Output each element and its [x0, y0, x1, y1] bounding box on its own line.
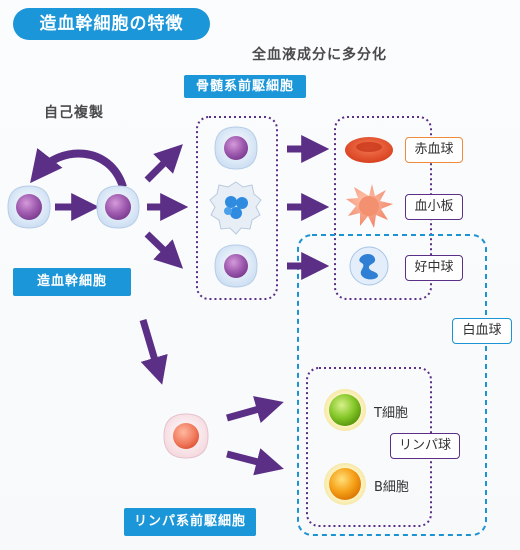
- mature-myeloid-box: [334, 116, 432, 300]
- stem-cell-2: [96, 185, 140, 229]
- myeloid-progenitor-box: [196, 116, 278, 300]
- b-cell-label: B細胞: [374, 480, 409, 495]
- myeloid-progenitor-cell-1: [214, 126, 258, 170]
- neutrophil-cell: [349, 246, 389, 286]
- arrow-to-myeloid-bottom: [144, 231, 184, 269]
- lymphocyte-label: リンパ球: [390, 433, 460, 459]
- neutrophil-label: 好中球: [405, 255, 463, 281]
- myeloid-progenitor-cell-2: [209, 181, 262, 235]
- platelet-label: 血小板: [405, 194, 463, 220]
- arrow-to-myeloid-top: [144, 144, 183, 183]
- page-title: 造血幹細胞の特徴: [13, 8, 210, 40]
- white-blood-cell-box: [297, 234, 487, 536]
- b-cell: [324, 463, 366, 505]
- arrow-to-lymphoid: [139, 319, 168, 385]
- red-blood-cell-label: 赤血球: [405, 137, 463, 163]
- red-blood-cell: [345, 137, 393, 163]
- all-blood-differentiation-label: 全血液成分に多分化: [252, 47, 387, 63]
- hematopoietic-stem-cell-tag: 造血幹細胞: [13, 268, 131, 296]
- self-renewal-arrow: [30, 148, 127, 189]
- myeloid-progenitor-cell-3: [214, 244, 258, 288]
- t-cell: [324, 389, 366, 431]
- lymphoid-progenitor-tag: リンパ系前駆細胞: [124, 508, 256, 536]
- self-renewal-label: 自己複製: [44, 105, 104, 121]
- platelet-cell: [346, 184, 393, 228]
- lymphoid-progenitor-cell: [163, 413, 209, 459]
- white-blood-cell-label: 白血球: [452, 318, 512, 344]
- stem-cell-1: [7, 185, 51, 229]
- arrow-to-b-cell: [226, 448, 284, 476]
- myeloid-progenitor-tag: 骨髄系前駆細胞: [184, 75, 306, 98]
- t-cell-label: T細胞: [374, 406, 408, 421]
- arrow-to-t-cell: [226, 396, 284, 424]
